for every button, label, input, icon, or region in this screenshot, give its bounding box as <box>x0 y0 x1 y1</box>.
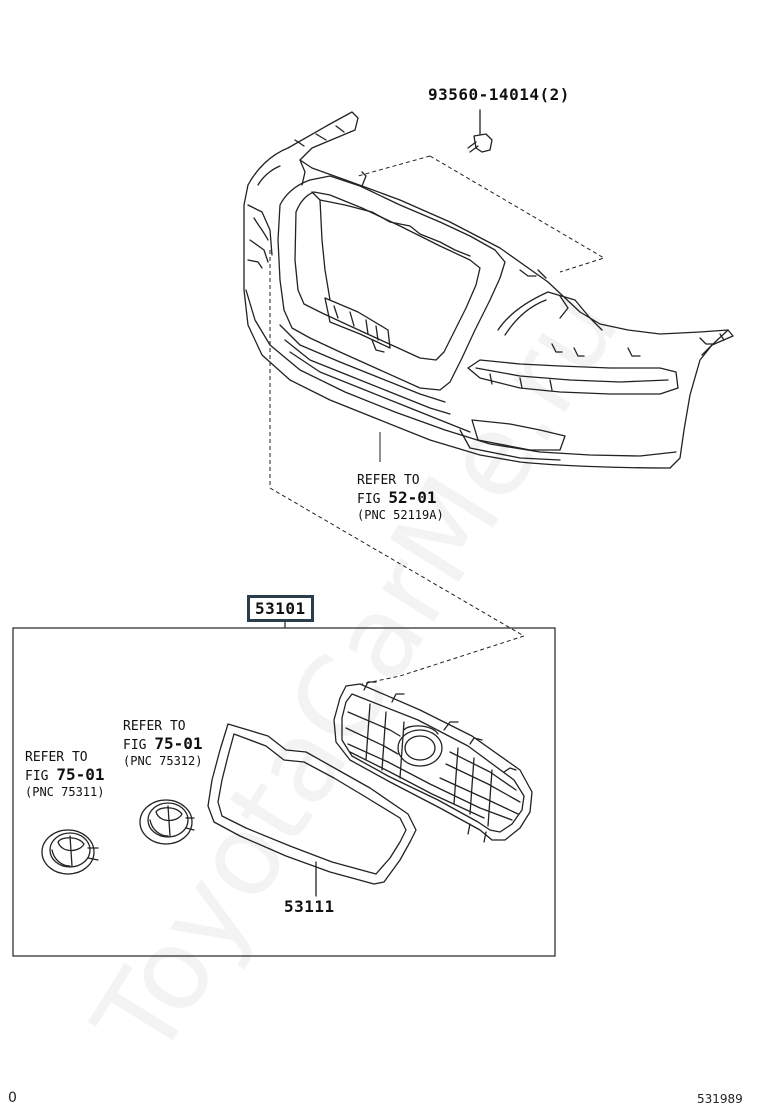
front-bumper-cover <box>243 111 734 469</box>
refer-emblem-left-fig-line: FIG 75-01 <box>25 765 105 784</box>
refer-bumper-fig-line: FIG 52-01 <box>357 488 444 507</box>
refer-emblem-center-fig-prefix: FIG <box>123 738 155 753</box>
refer-emblem-center-fig-link[interactable]: 75-01 <box>154 734 203 753</box>
bolt-leader-right <box>429 155 606 273</box>
refer-emblem-left-line1: REFER TO <box>25 750 88 765</box>
refer-bumper-fig-link[interactable]: 52-01 <box>388 488 437 507</box>
refer-emblem-center-pnc: (PNC 75312) <box>123 754 203 768</box>
figure-number: 531989 <box>697 1092 743 1106</box>
footer-left-mark: 0 <box>8 1090 17 1106</box>
emblem-left <box>41 829 99 875</box>
refer-emblem-center-line1: REFER TO <box>123 719 186 734</box>
part-label-bolt: 93560-14014(2) <box>428 85 570 104</box>
part-label-assembly: 53101 <box>247 595 314 622</box>
refer-bumper-fig-prefix: FIG <box>357 492 389 507</box>
refer-emblem-center: REFER TO FIG 75-01 (PNC 75312) <box>123 720 202 767</box>
emblem-center <box>139 799 195 845</box>
refer-emblem-left-fig-prefix: FIG <box>25 769 57 784</box>
grille-molding-53111 <box>207 723 417 885</box>
refer-emblem-left-pnc: (PNC 75311) <box>25 785 105 799</box>
refer-emblem-center-fig-line: FIG 75-01 <box>123 734 203 753</box>
refer-emblem-left: REFER TO FIG 75-01 (PNC 75311) <box>25 751 104 798</box>
part-label-gasket: 53111 <box>284 897 335 916</box>
refer-bumper: REFER TO FIG 52-01 (PNC 52119A) <box>357 474 444 521</box>
refer-bumper-pnc: (PNC 52119A) <box>357 508 444 522</box>
refer-bumper-line1: REFER TO <box>357 473 420 488</box>
bolt-93560 <box>467 109 493 153</box>
assembly-frame <box>12 627 556 957</box>
refer-emblem-left-fig-link[interactable]: 75-01 <box>56 765 105 784</box>
bolt-leader-left <box>357 155 431 177</box>
grille-assembly-leader <box>269 250 526 685</box>
radiator-grille <box>333 681 533 843</box>
